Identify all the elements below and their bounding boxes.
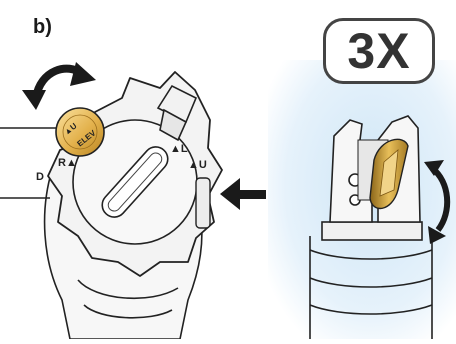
panel-label: b) <box>33 16 52 39</box>
magnification-badge: 3X <box>323 18 435 84</box>
rotate-arrow-icon <box>22 62 96 110</box>
label-d: D <box>36 171 44 183</box>
push-arrow-icon <box>220 178 266 210</box>
label-r: R▲ <box>58 157 77 169</box>
label-l: ▲L <box>170 143 188 155</box>
side-tab <box>196 178 210 228</box>
magnification-text: 3X <box>347 26 410 76</box>
label-u: ▲U <box>188 159 207 171</box>
